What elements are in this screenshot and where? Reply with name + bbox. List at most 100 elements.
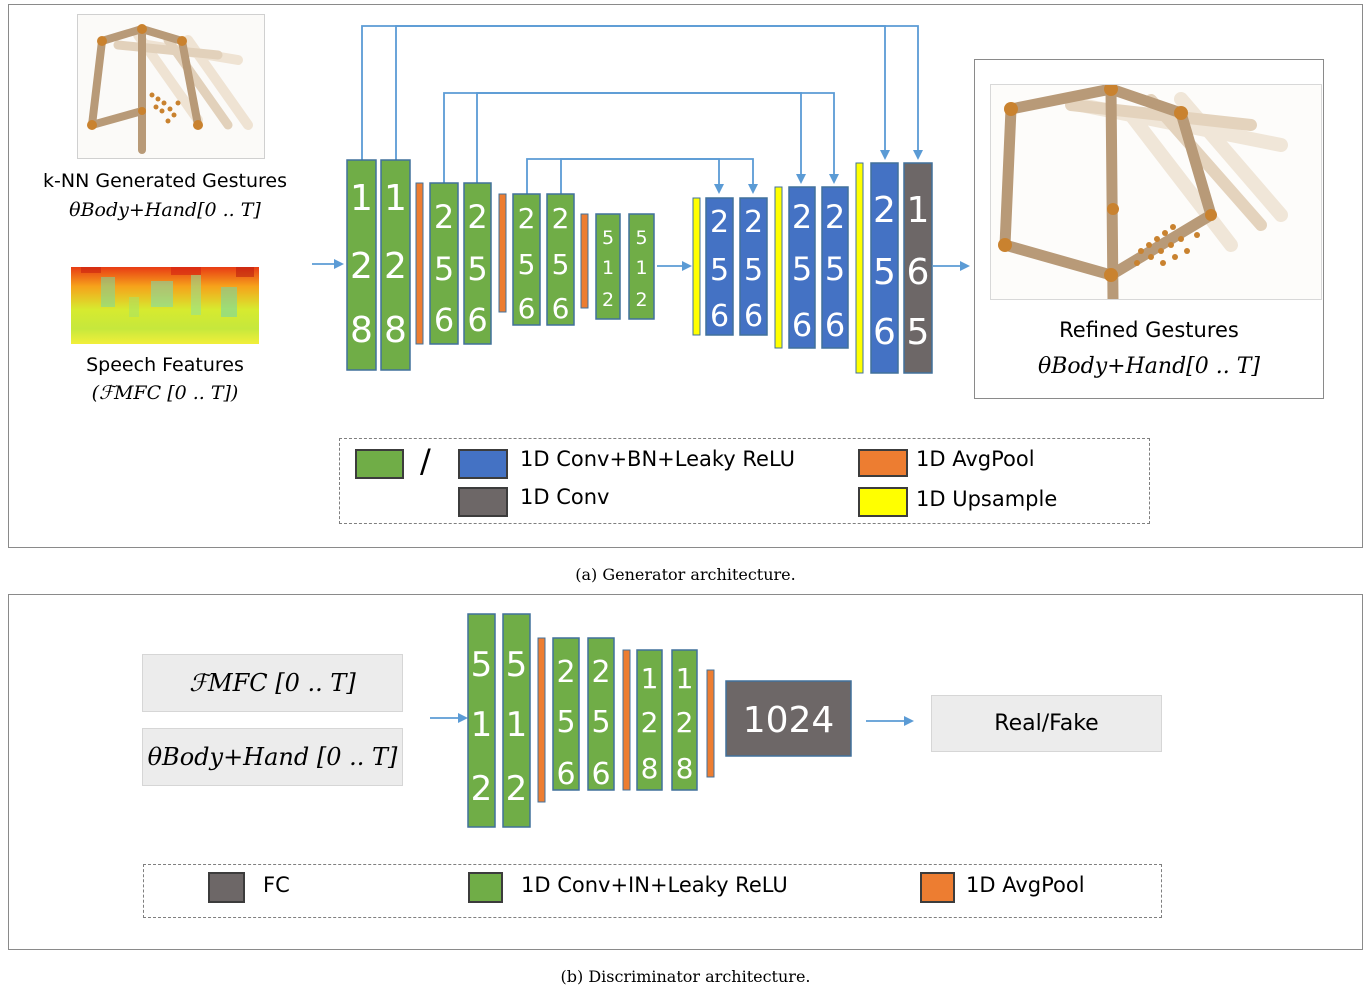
legend-yellow-swatch (858, 487, 908, 517)
disc-block-4 (587, 637, 615, 791)
enc-block-7-digit-2: 1 (602, 257, 614, 279)
dec-block-6-digit-1: 1 (907, 190, 930, 231)
enc-block-1-digit-2: 2 (350, 246, 373, 287)
dec-block-6-digit-2: 6 (907, 252, 930, 293)
enc-block-6-digit-3: 6 (552, 292, 570, 325)
speech-features-symbol: (ℱMFC [0 .. T]) (91, 382, 239, 404)
enc-block-3-digit-3: 6 (434, 301, 454, 339)
disc-block-3-digit-1: 2 (556, 655, 575, 690)
generator-legend (339, 438, 1150, 524)
disc-block-1-digit-1: 5 (471, 645, 493, 685)
disc-block-2-digit-3: 2 (506, 769, 528, 809)
dec-block-4-digit-1: 2 (825, 198, 845, 236)
enc-block-3 (429, 182, 459, 345)
dec-block-5-digit-2: 5 (873, 252, 896, 293)
enc-block-4-digit-2: 5 (467, 250, 487, 288)
disc-fc-label: 1024 (743, 700, 835, 741)
disc-pool-2 (622, 649, 631, 791)
dec-block-6-digit-3: 5 (907, 312, 930, 353)
enc-block-3-digit-2: 5 (434, 250, 454, 288)
enc-block-8 (628, 213, 655, 320)
dec-block-5-digit-1: 2 (873, 190, 896, 231)
enc-block-8-digit-2: 1 (635, 257, 647, 279)
knn-gesture-label: k-NN Generated Gestures (43, 170, 287, 192)
discriminator-caption: (b) Discriminator architecture. (560, 967, 811, 986)
enc-block-4-digit-3: 6 (467, 301, 487, 339)
dec-block-1 (705, 197, 734, 336)
dec-block-3-digit-2: 5 (792, 250, 812, 288)
enc-block-7-digit-1: 5 (602, 227, 614, 249)
legend-conv-in-swatch (468, 872, 503, 903)
disc-block-2 (502, 613, 531, 828)
disc-block-4-digit-3: 6 (591, 757, 610, 792)
legend-avgpool-label: 1D AvgPool (916, 447, 1035, 471)
knn-gesture-symbol: θBody+Hand[0 .. T] (69, 199, 261, 221)
dec-block-4-digit-2: 5 (825, 250, 845, 288)
dec-block-5 (870, 162, 899, 374)
discriminator-network: 5 1 2 5 1 2 2 5 6 2 5 6 1 2 8 1 2 8 1024 (430, 613, 914, 828)
enc-block-1-digit-3: 8 (350, 310, 373, 351)
dec-block-4 (821, 186, 849, 349)
disc-block-5-digit-1: 1 (641, 662, 659, 695)
dec-block-6 (903, 162, 933, 374)
enc-block-8-digit-1: 5 (635, 227, 647, 249)
enc-block-5 (512, 193, 541, 326)
enc-block-5-digit-2: 5 (518, 248, 536, 281)
enc-block-6-digit-1: 2 (552, 202, 570, 235)
encoder-blocks: 1 2 8 1 2 8 2 5 6 2 5 6 2 5 6 2 5 6 5 1 … (346, 159, 655, 371)
disc-block-5-digit-2: 2 (641, 706, 659, 739)
disc-pool-3 (706, 669, 715, 778)
disc-block-6-digit-2: 2 (676, 706, 694, 739)
legend-conv-bn-label: 1D Conv+BN+Leaky ReLU (520, 447, 795, 471)
disc-block-2-digit-2: 1 (506, 705, 528, 745)
disc-output-real-fake: Real/Fake (931, 695, 1162, 752)
discriminator-panel (8, 594, 1363, 950)
skip-connections (361, 25, 923, 194)
legend-orange-swatch (858, 449, 908, 477)
legend-fc-swatch (208, 872, 245, 903)
enc-block-5-digit-3: 6 (518, 292, 536, 325)
dec-block-2 (739, 197, 768, 336)
dec-block-1-digit-3: 6 (710, 299, 729, 334)
generator-network: 1 2 8 1 2 8 2 5 6 2 5 6 2 5 6 2 5 6 5 1 … (312, 25, 970, 374)
disc-fc-block (725, 680, 852, 757)
dec-block-1-digit-1: 2 (710, 205, 729, 240)
legend-slash: / (420, 442, 431, 480)
enc-block-6 (546, 193, 575, 326)
legend-conv-in-label: 1D Conv+IN+Leaky ReLU (521, 873, 788, 897)
disc-input-speech: ℱMFC [0 .. T] (142, 654, 403, 712)
decoder-blocks: 2 5 6 2 5 6 2 5 6 2 5 6 2 5 6 1 6 5 (692, 162, 933, 374)
dec-upsample-1 (692, 197, 701, 336)
disc-block-1 (467, 613, 496, 828)
disc-block-5 (636, 649, 663, 791)
dec-block-3-digit-1: 2 (792, 198, 812, 236)
disc-pool-1 (537, 637, 546, 803)
dec-upsample-2 (774, 186, 783, 349)
knn-gesture-image (77, 14, 265, 159)
discriminator-legend (143, 864, 1162, 918)
enc-block-6-digit-2: 5 (552, 248, 570, 281)
enc-block-2-digit-1: 1 (384, 178, 407, 219)
refined-gestures-symbol: θBody+Hand[0 .. T] (1038, 354, 1260, 379)
enc-block-7 (595, 213, 621, 320)
disc-block-2-digit-1: 5 (506, 645, 528, 685)
disc-block-4-digit-2: 5 (591, 705, 610, 740)
dec-block-5-digit-3: 6 (873, 312, 896, 353)
disc-block-6-digit-1: 1 (676, 662, 694, 695)
generator-panel (8, 4, 1363, 548)
dec-block-2-digit-2: 5 (744, 253, 763, 288)
disc-block-1-digit-3: 2 (471, 769, 493, 809)
legend-green-swatch (355, 449, 404, 479)
enc-block-4 (463, 182, 492, 345)
generator-caption: (a) Generator architecture. (575, 565, 796, 584)
enc-block-1-digit-1: 1 (350, 178, 373, 219)
disc-block-5-digit-3: 8 (641, 752, 659, 785)
enc-block-5-digit-1: 2 (518, 202, 536, 235)
legend-disc-avgpool-label: 1D AvgPool (966, 873, 1085, 897)
legend-conv-label: 1D Conv (520, 485, 610, 509)
legend-upsample-label: 1D Upsample (916, 487, 1058, 511)
enc-pool-2 (498, 193, 507, 313)
speech-features-image (71, 267, 259, 344)
disc-block-1-digit-2: 1 (471, 705, 493, 745)
dec-block-3 (788, 186, 816, 349)
